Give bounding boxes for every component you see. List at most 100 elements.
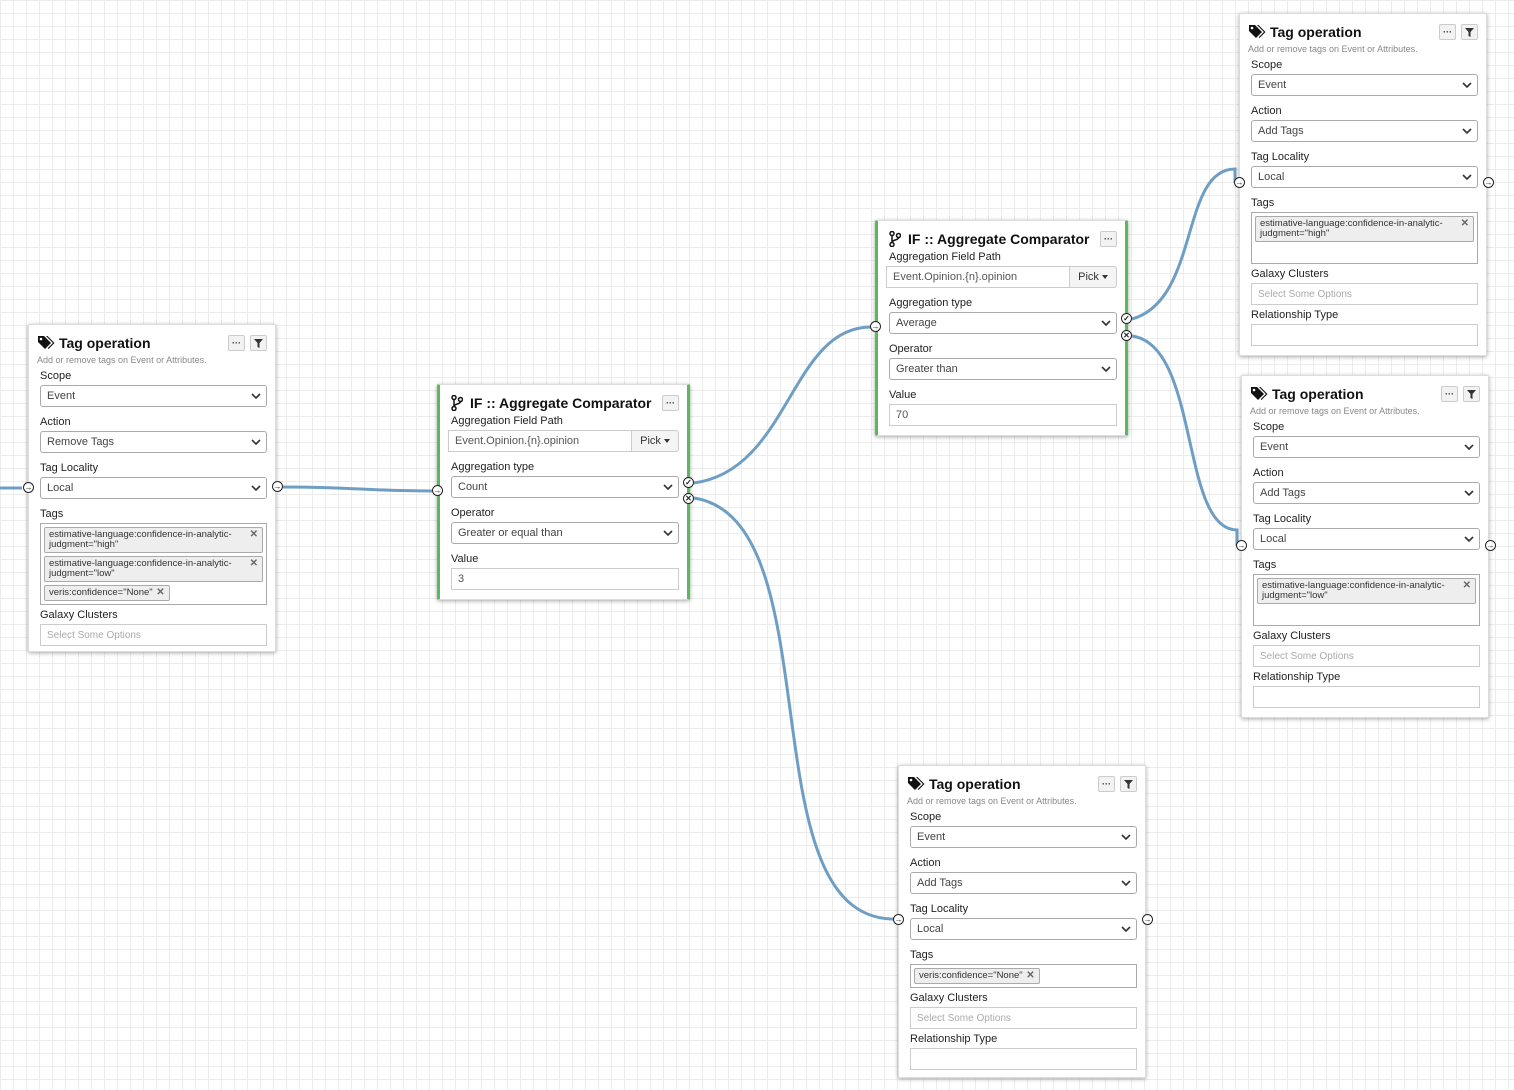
- if-aggregate-comparator-node-count[interactable]: IF :: Aggregate Comparator ··· Aggregati…: [437, 384, 690, 600]
- node-options-button[interactable]: ···: [1439, 24, 1456, 40]
- scope-value: Event: [917, 831, 946, 843]
- node-options-button[interactable]: ···: [1441, 386, 1458, 402]
- wire-if-average-false-to-tag-low: [1131, 334, 1239, 546]
- output-port-icon[interactable]: →: [1483, 177, 1494, 188]
- galaxy-clusters-input[interactable]: Select Some Options: [910, 1007, 1137, 1029]
- input-port-icon[interactable]: →: [893, 914, 904, 925]
- remove-tag-icon[interactable]: ✕: [1026, 970, 1035, 981]
- tag-locality-select[interactable]: Local: [1251, 166, 1478, 188]
- tag-operation-node-remove[interactable]: Tag operation ··· Add or remove tags on …: [28, 324, 276, 652]
- node-filter-button[interactable]: [1120, 776, 1137, 792]
- node-title: Tag operation: [1270, 24, 1362, 40]
- chevron-down-icon: [251, 485, 261, 492]
- true-output-port-icon[interactable]: ✓: [683, 477, 694, 488]
- true-output-port-icon[interactable]: ✓: [1121, 313, 1132, 324]
- input-port-icon[interactable]: →: [432, 485, 443, 496]
- node-filter-button[interactable]: [1463, 386, 1480, 402]
- aggregation-field-path-input[interactable]: Event.Opinion.{n}.opinion: [448, 430, 631, 452]
- chevron-down-icon: [1462, 82, 1472, 89]
- scope-label: Scope: [910, 811, 942, 823]
- pick-button-label: Pick: [640, 435, 661, 447]
- remove-tag-icon[interactable]: ✕: [249, 529, 258, 540]
- aggregation-field-path-label: Aggregation Field Path: [451, 415, 563, 427]
- tags-label: Tags: [1251, 197, 1275, 209]
- tag-locality-select[interactable]: Local: [40, 477, 267, 499]
- if-aggregate-comparator-node-average[interactable]: IF :: Aggregate Comparator ··· Aggregati…: [875, 220, 1128, 436]
- remove-tag-icon[interactable]: ✕: [1462, 580, 1471, 591]
- aggregation-field-path-input[interactable]: Event.Opinion.{n}.opinion: [886, 266, 1069, 288]
- ellipsis-icon: ···: [1102, 778, 1111, 789]
- tag-locality-select[interactable]: Local: [1253, 528, 1480, 550]
- node-options-button[interactable]: ···: [662, 395, 679, 411]
- operator-select[interactable]: Greater than: [889, 358, 1117, 380]
- scope-select[interactable]: Event: [1253, 436, 1480, 458]
- tags-input[interactable]: estimative-language:confidence-in-analyt…: [1253, 574, 1480, 626]
- tags-icon: [907, 775, 925, 793]
- input-port-icon[interactable]: →: [870, 321, 881, 332]
- tags-input[interactable]: veris:confidence="None"✕: [910, 964, 1137, 988]
- value-label: Value: [889, 389, 917, 401]
- galaxy-clusters-input[interactable]: Select Some Options: [1251, 283, 1478, 305]
- action-select[interactable]: Add Tags: [910, 872, 1137, 894]
- caret-down-icon: [1101, 275, 1108, 279]
- remove-tag-icon[interactable]: ✕: [156, 587, 165, 598]
- pick-button[interactable]: Pick: [631, 430, 679, 452]
- output-port-icon[interactable]: →: [1485, 540, 1496, 551]
- node-description: Add or remove tags on Event or Attribute…: [907, 796, 1077, 806]
- operator-select[interactable]: Greater or equal than: [451, 522, 679, 544]
- value-input[interactable]: 70: [889, 404, 1117, 426]
- scope-select[interactable]: Event: [910, 826, 1137, 848]
- scope-select[interactable]: Event: [1251, 74, 1478, 96]
- node-title: Tag operation: [929, 776, 1021, 792]
- tags-input[interactable]: estimative-language:confidence-in-analyt…: [40, 523, 267, 605]
- tag-locality-value: Local: [1258, 171, 1285, 183]
- tag-locality-value: Local: [1260, 533, 1287, 545]
- action-select[interactable]: Add Tags: [1251, 120, 1478, 142]
- value-input[interactable]: 3: [451, 568, 679, 590]
- scope-select[interactable]: Event: [40, 385, 267, 407]
- relationship-type-input[interactable]: [1251, 324, 1478, 346]
- tag-operation-node-low[interactable]: Tag operation ··· Add or remove tags on …: [1241, 375, 1489, 718]
- remove-tag-icon[interactable]: ✕: [249, 558, 258, 569]
- galaxy-clusters-input[interactable]: Select Some Options: [40, 624, 267, 646]
- tag-chip-text: veris:confidence="None": [919, 970, 1023, 981]
- node-options-button[interactable]: ···: [228, 335, 245, 351]
- code-branch-icon: [886, 230, 904, 248]
- tag-chip-text: estimative-language:confidence-in-analyt…: [1262, 580, 1445, 601]
- action-select[interactable]: Remove Tags: [40, 431, 267, 453]
- chevron-down-icon: [663, 530, 673, 537]
- output-port-icon[interactable]: →: [272, 481, 283, 492]
- node-filter-button[interactable]: [1461, 24, 1478, 40]
- tag-operation-node-none[interactable]: Tag operation ··· Add or remove tags on …: [898, 765, 1146, 1078]
- relationship-type-input[interactable]: [910, 1048, 1137, 1070]
- output-port-icon[interactable]: →: [1142, 914, 1153, 925]
- action-select[interactable]: Add Tags: [1253, 482, 1480, 504]
- tag-locality-label: Tag Locality: [1251, 151, 1310, 163]
- aggregation-type-select[interactable]: Count: [451, 476, 679, 498]
- input-port-icon[interactable]: →: [23, 482, 34, 493]
- tag-locality-select[interactable]: Local: [910, 918, 1137, 940]
- tag-operation-node-high[interactable]: Tag operation ··· Add or remove tags on …: [1239, 13, 1487, 356]
- action-label: Action: [910, 857, 941, 869]
- operator-value: Greater than: [896, 363, 958, 375]
- operator-label: Operator: [889, 343, 933, 355]
- tag-chip: estimative-language:confidence-in-analyt…: [44, 527, 263, 553]
- action-value: Remove Tags: [47, 436, 115, 448]
- node-options-button[interactable]: ···: [1098, 776, 1115, 792]
- tags-input[interactable]: estimative-language:confidence-in-analyt…: [1251, 212, 1478, 264]
- relationship-type-input[interactable]: [1253, 686, 1480, 708]
- node-options-button[interactable]: ···: [1100, 231, 1117, 247]
- galaxy-clusters-input[interactable]: Select Some Options: [1253, 645, 1480, 667]
- operator-value: Greater or equal than: [458, 527, 563, 539]
- false-output-port-icon[interactable]: ✕: [683, 493, 694, 504]
- pick-button[interactable]: Pick: [1069, 266, 1117, 288]
- false-output-port-icon[interactable]: ✕: [1121, 330, 1132, 341]
- remove-tag-icon[interactable]: ✕: [1460, 218, 1469, 229]
- input-port-icon[interactable]: →: [1236, 540, 1247, 551]
- node-filter-button[interactable]: [250, 335, 267, 351]
- action-label: Action: [1253, 467, 1284, 479]
- filter-icon: [1124, 779, 1133, 789]
- aggregation-field-path-label: Aggregation Field Path: [889, 251, 1001, 263]
- input-port-icon[interactable]: →: [1234, 177, 1245, 188]
- aggregation-type-select[interactable]: Average: [889, 312, 1117, 334]
